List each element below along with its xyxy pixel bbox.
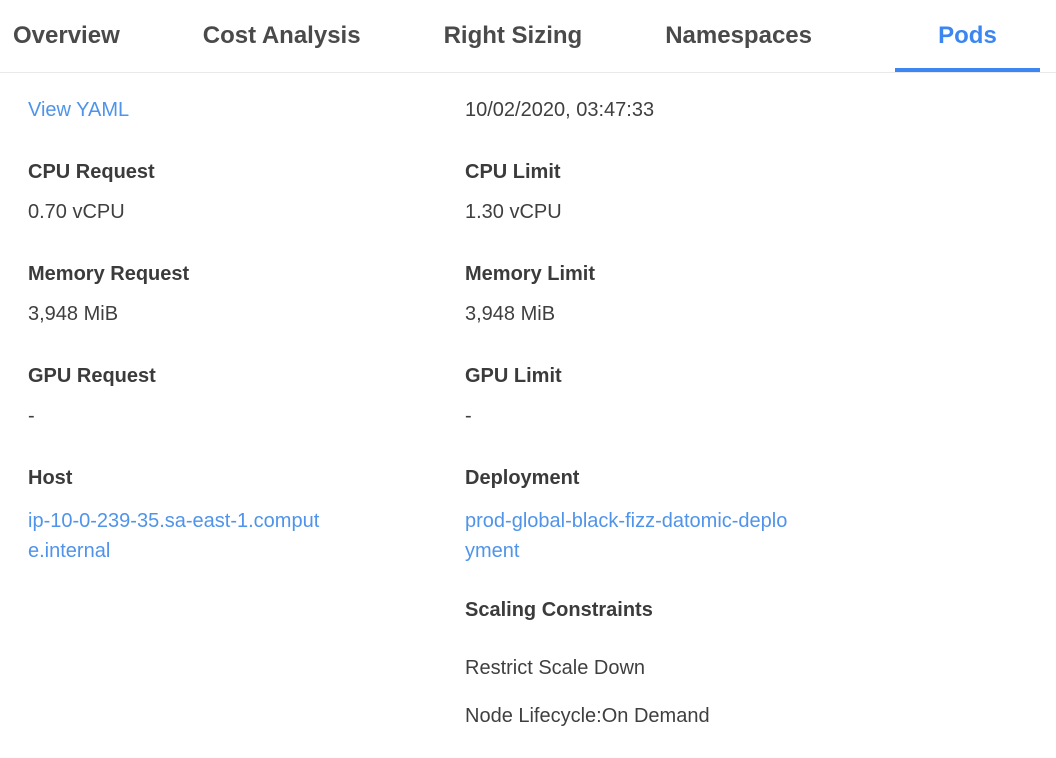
- host-label: Host: [28, 467, 73, 489]
- gpu-limit-field: GPU Limit -: [465, 364, 1028, 428]
- tab-overview[interactable]: Overview: [13, 22, 120, 49]
- host-deployment-row: Host ip-10-0-239-35.sa-east-1.compute.in…: [28, 466, 1028, 752]
- meta-row: View YAML 10/02/2020, 03:47:33: [28, 98, 1028, 122]
- cpu-row: CPU Request 0.70 vCPU CPU Limit 1.30 vCP…: [28, 160, 1028, 224]
- scaling-constraints-label: Scaling Constraints: [465, 599, 653, 621]
- view-yaml-link[interactable]: View YAML: [28, 99, 130, 121]
- tab-pods[interactable]: Pods: [894, 0, 1040, 72]
- cpu-limit-label: CPU Limit: [465, 161, 561, 183]
- deployment-field: Deployment prod-global-black-fizz-datomi…: [465, 466, 1028, 752]
- pod-details-panel: View YAML 10/02/2020, 03:47:33 CPU Reque…: [0, 73, 1056, 752]
- memory-limit-field: Memory Limit 3,948 MiB: [465, 262, 1028, 326]
- tab-namespaces[interactable]: Namespaces: [665, 22, 812, 49]
- memory-limit-label: Memory Limit: [465, 263, 596, 285]
- last-updated-timestamp: 10/02/2020, 03:47:33: [465, 99, 655, 121]
- memory-request-field: Memory Request 3,948 MiB: [28, 262, 465, 326]
- gpu-request-value: -: [28, 405, 35, 427]
- memory-request-value: 3,948 MiB: [28, 303, 119, 325]
- cpu-request-label: CPU Request: [28, 161, 155, 183]
- scaling-constraints-section: Scaling Constraints Restrict Scale Down …: [465, 598, 1028, 728]
- gpu-limit-value: -: [465, 405, 472, 427]
- cpu-request-field: CPU Request 0.70 vCPU: [28, 160, 465, 224]
- host-link[interactable]: ip-10-0-239-35.sa-east-1.compute.interna…: [28, 510, 320, 562]
- host-field: Host ip-10-0-239-35.sa-east-1.compute.in…: [28, 466, 465, 752]
- memory-limit-value: 3,948 MiB: [465, 303, 556, 325]
- cpu-limit-field: CPU Limit 1.30 vCPU: [465, 160, 1028, 224]
- memory-request-label: Memory Request: [28, 263, 190, 285]
- tab-bar: Overview Cost Analysis Right Sizing Name…: [0, 0, 1056, 73]
- scaling-constraint-item-node-lifecycle: Node Lifecycle:On Demand: [465, 705, 710, 727]
- gpu-request-label: GPU Request: [28, 365, 156, 387]
- gpu-row: GPU Request - GPU Limit -: [28, 364, 1028, 428]
- cpu-request-value: 0.70 vCPU: [28, 201, 125, 223]
- tab-right-sizing[interactable]: Right Sizing: [443, 22, 583, 49]
- gpu-request-field: GPU Request -: [28, 364, 465, 428]
- deployment-link[interactable]: prod-global-black-fizz-datomic-deploymen…: [465, 510, 788, 562]
- deployment-label: Deployment: [465, 467, 580, 489]
- gpu-limit-label: GPU Limit: [465, 365, 562, 387]
- memory-row: Memory Request 3,948 MiB Memory Limit 3,…: [28, 262, 1028, 326]
- meta-cell-left: View YAML: [28, 98, 465, 122]
- scaling-constraint-item-restrict-scale-down: Restrict Scale Down: [465, 657, 646, 679]
- cpu-limit-value: 1.30 vCPU: [465, 201, 562, 223]
- tab-cost-analysis[interactable]: Cost Analysis: [202, 22, 361, 49]
- meta-cell-right: 10/02/2020, 03:47:33: [465, 98, 1028, 122]
